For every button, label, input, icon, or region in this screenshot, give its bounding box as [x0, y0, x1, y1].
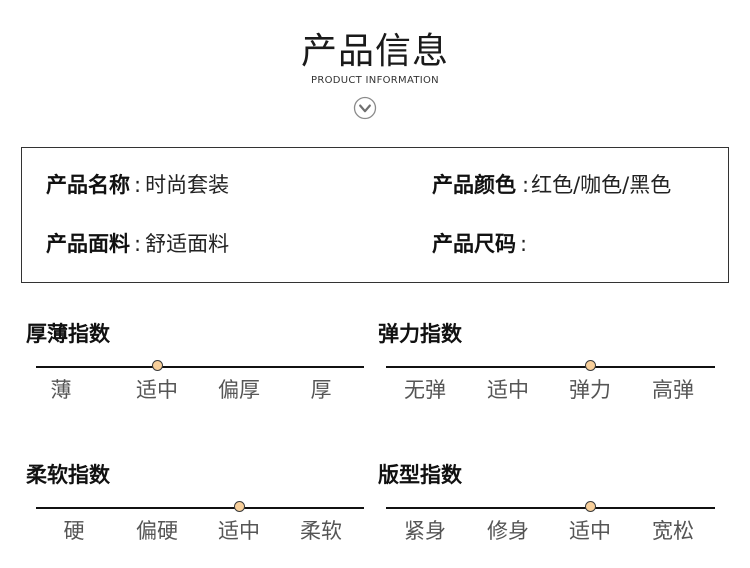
page-subtitle: PRODUCT INFORMATION — [311, 75, 439, 86]
info-label-color: 产品颜色 — [432, 173, 516, 197]
scale-knob — [584, 501, 596, 512]
info-value-color: 红色/咖色/黑色 — [531, 173, 672, 197]
info-row-size: 产品尺码: — [432, 229, 531, 259]
scale-title: 弹力指数 — [378, 322, 462, 346]
page-title: 产品信息 — [300, 31, 449, 72]
info-separator: : — [522, 173, 530, 197]
scale-option-label: 偏厚 — [218, 378, 260, 402]
info-separator: : — [134, 232, 142, 256]
scale-option-label: 适中 — [136, 378, 178, 402]
info-value-name: 时尚套装 — [145, 173, 230, 197]
scale-elasticity: 弹力指数 无弹 适中 弹力 高弹 — [378, 320, 715, 402]
info-label-size: 产品尺码 — [432, 232, 516, 256]
scale-knob — [233, 501, 245, 512]
scale-option-label: 高弹 — [652, 378, 694, 402]
scale-option-label: 紧身 — [404, 519, 446, 543]
scale-option-label: 适中 — [487, 378, 529, 402]
product-info-header: 产品信息 PRODUCT INFORMATION — [0, 0, 750, 130]
scale-option-label: 薄 — [50, 378, 72, 402]
scale-thickness: 厚薄指数 薄 适中 偏厚 厚 — [26, 320, 364, 402]
product-info-box: 产品名称:时尚套装 产品颜色:红色/咖色/黑色 产品面料:舒适面料 产品尺码: — [21, 147, 729, 283]
scale-option-label: 宽松 — [652, 519, 694, 543]
info-separator: : — [520, 232, 528, 256]
scale-option-label: 弹力 — [569, 378, 611, 402]
scale-track — [36, 366, 364, 368]
info-label-fabric: 产品面料 — [46, 232, 130, 256]
scale-option-label: 厚 — [310, 378, 332, 402]
info-value-fabric: 舒适面料 — [145, 232, 230, 256]
info-row-fabric: 产品面料:舒适面料 — [46, 229, 229, 259]
scale-option-label: 适中 — [218, 519, 260, 543]
scale-knob — [584, 360, 596, 371]
scale-option-label: 修身 — [487, 519, 529, 543]
scale-fit: 版型指数 紧身 修身 适中 宽松 — [378, 461, 715, 543]
scale-title: 版型指数 — [378, 463, 462, 487]
scale-option-label: 硬 — [63, 519, 85, 543]
info-separator: : — [134, 173, 142, 197]
scale-track — [386, 366, 715, 368]
scale-option-label: 适中 — [569, 519, 611, 543]
scale-option-label: 偏硬 — [136, 519, 178, 543]
scale-track — [386, 507, 715, 509]
scale-knob — [151, 360, 163, 371]
info-row-color: 产品颜色:红色/咖色/黑色 — [432, 170, 671, 200]
scale-track — [36, 507, 364, 509]
scale-option-label: 无弹 — [404, 378, 446, 402]
info-label-name: 产品名称 — [46, 173, 130, 197]
scale-title: 厚薄指数 — [26, 322, 110, 346]
chevron-down-circle-icon — [353, 96, 377, 120]
info-row-name: 产品名称:时尚套装 — [46, 170, 229, 200]
scale-softness: 柔软指数 硬 偏硬 适中 柔软 — [26, 461, 364, 543]
scale-option-label: 柔软 — [300, 519, 342, 543]
scale-title: 柔软指数 — [26, 463, 110, 487]
